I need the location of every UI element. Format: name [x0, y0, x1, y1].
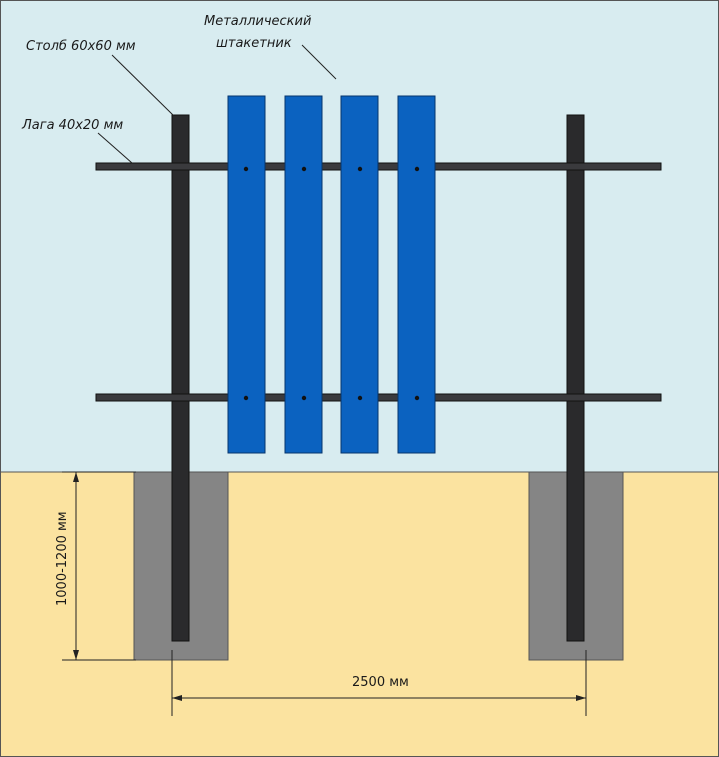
picket-label-line1: Металлический [204, 14, 311, 29]
screw [243, 166, 249, 172]
span-label: 2500 мм [352, 675, 409, 690]
span-arrow-left [172, 695, 182, 701]
screw [357, 166, 363, 172]
post-label: Столб 60x60 мм [26, 39, 136, 54]
screw [414, 166, 420, 172]
rail-label: Лага 40x20 мм [21, 118, 123, 133]
post-left [171, 114, 190, 642]
picket-4 [397, 95, 436, 454]
post-leader-line [111, 54, 175, 117]
depth-arrow-bottom [73, 650, 79, 660]
picket-1 [227, 95, 266, 454]
screw [301, 395, 307, 401]
screw [357, 395, 363, 401]
picket-label-line2: штакетник [216, 36, 292, 51]
depth-arrow-top [73, 472, 79, 482]
picket-3 [340, 95, 379, 454]
post-right [566, 114, 585, 642]
screw [243, 395, 249, 401]
picket-2 [284, 95, 323, 454]
screw [301, 166, 307, 172]
span-arrow-right [576, 695, 586, 701]
screw [414, 395, 420, 401]
depth-label: 1000-1200 мм [55, 511, 70, 606]
rail-leader-line [97, 132, 133, 164]
picket-leader-line [301, 44, 337, 80]
